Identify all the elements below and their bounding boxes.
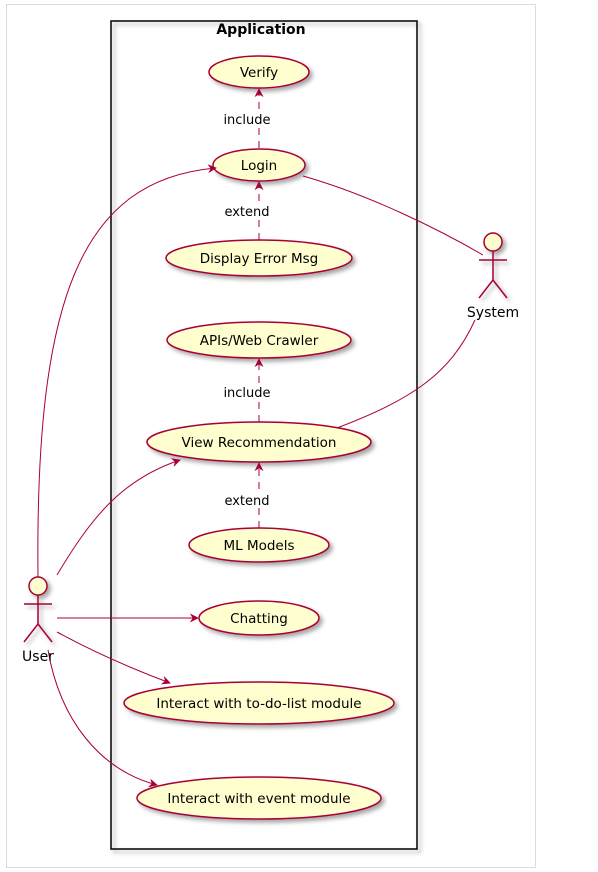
usecase-event[interactable]: Interact with event module [136, 776, 382, 820]
relation-login-include-verify: include [222, 88, 274, 148]
usecase-chatting[interactable]: Chatting [198, 600, 320, 636]
relation-view-include-apis: include [222, 358, 274, 422]
relation-error-extend-login: extend [221, 181, 273, 240]
usecase-verify-label: Verify [240, 65, 278, 81]
usecase-todo-label: Interact with to-do-list module [156, 696, 361, 712]
usecase-login[interactable]: Login [212, 148, 306, 182]
usecase-chatting-label: Chatting [230, 611, 288, 627]
usecase-view-recommendation-label: View Recommendation [182, 435, 337, 451]
actor-user-icon [23, 576, 53, 643]
actor-user-label: User [22, 649, 54, 665]
relation-extend-label: extend [224, 205, 269, 220]
usecase-apis[interactable]: APIs/Web Crawler [166, 321, 352, 359]
system-associations [302, 175, 484, 429]
relation-include-label-2: include [223, 386, 270, 401]
boundary-title: Application [216, 22, 305, 38]
usecase-display-error-label: Display Error Msg [200, 251, 319, 267]
actor-system[interactable]: System [467, 232, 519, 321]
user-associations [37, 164, 217, 788]
actor-system-label: System [467, 305, 519, 321]
relation-ml-extend-view: extend [221, 462, 273, 528]
application-boundary: Application [110, 20, 418, 850]
relation-extend-label-2: extend [224, 494, 269, 509]
usecase-display-error[interactable]: Display Error Msg [165, 239, 353, 277]
usecase-login-label: Login [241, 158, 277, 174]
usecase-apis-label: APIs/Web Crawler [200, 333, 319, 349]
usecase-ml-models-label: ML Models [223, 538, 294, 554]
actor-system-icon [478, 232, 508, 299]
actor-user[interactable]: User [22, 576, 54, 665]
relation-include-label: include [223, 113, 270, 128]
usecase-ml-models[interactable]: ML Models [188, 527, 330, 563]
usecase-verify[interactable]: Verify [208, 55, 310, 89]
usecase-event-label: Interact with event module [167, 791, 350, 807]
usecase-todo[interactable]: Interact with to-do-list module [123, 681, 395, 725]
